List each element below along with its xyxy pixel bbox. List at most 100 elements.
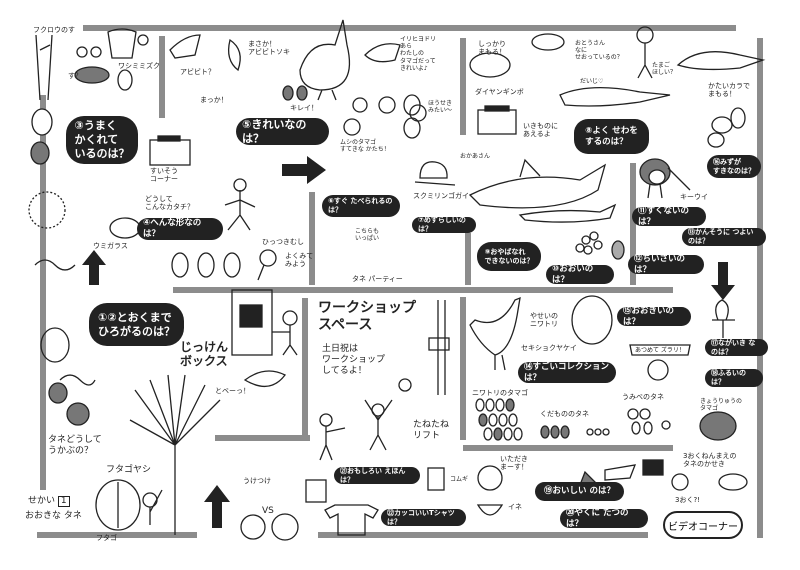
caption: イネ (508, 503, 522, 511)
caption: 土日祝は ワークショップ してるよ！ (322, 344, 386, 376)
question-pill-16[interactable]: ⑯みずが すきなのは？ (707, 155, 761, 178)
platypus-icon (676, 51, 766, 71)
caption: アビビト？ (180, 68, 215, 76)
question-pill-7[interactable]: ⑦めずらしいのは？ (412, 216, 476, 233)
sushi-icon (604, 464, 637, 481)
caption: フクロウのす (33, 26, 75, 34)
bird-icon (299, 19, 351, 101)
caption: まさか！ アビビトソキ (248, 40, 290, 57)
seed-pod-icon (243, 370, 286, 387)
caption: まっか！ (200, 96, 228, 104)
wall (460, 297, 466, 440)
caption: おとうさん なに せおっているの？ (575, 40, 623, 62)
owl-icon (107, 28, 137, 59)
caption: キレイ！ (290, 104, 318, 112)
question-pill-22[interactable]: ㉒カッコいいTシャツは？ (381, 509, 466, 526)
question-pill-17[interactable]: ⑰ながいき なのは？ (705, 339, 768, 356)
experiment-box-icon (231, 289, 273, 356)
ikura-icon (642, 459, 664, 476)
caption: いきものに あえるよ (523, 122, 558, 139)
magnifier-icon (259, 249, 277, 267)
aquarium-icon (477, 109, 517, 135)
aquarium-icon (149, 139, 191, 166)
wall-top (83, 25, 736, 31)
question-pill-14[interactable]: ⑭すごいコレクションは？ (518, 362, 616, 383)
caption: ひっつきむし (262, 238, 304, 246)
caption: おかあさん (460, 153, 491, 160)
wall-bottom (37, 532, 197, 538)
book-icon (305, 479, 327, 503)
question-pill-21[interactable]: ㉑おもしろい えほんは？ (334, 467, 420, 484)
snail-icon (414, 161, 456, 186)
question-pill-3[interactable]: ③うまく かくれて いるのは？ (66, 116, 138, 164)
caption: セキショクヤケイ (521, 344, 577, 352)
caption: キーウイ (680, 193, 708, 201)
wall-middle (173, 287, 673, 293)
crocodile-icon (559, 87, 671, 107)
caption: どうして こんなカタチ？ (145, 195, 194, 212)
big-egg-icon (571, 295, 613, 345)
question-pill-15[interactable]: ⑮おおきいのは？ (617, 306, 691, 327)
arrow-up-icon (82, 250, 106, 285)
caption: せかい (28, 496, 56, 506)
caption: かたいカラで まもる！ (708, 82, 750, 99)
question-pill-13[interactable]: ⑬かんそうに つよいのは？ (682, 228, 766, 246)
arrow-up-icon (204, 485, 230, 528)
caption: タネどうして うかぶの？ (48, 435, 102, 456)
caption: ダイヤンギンボ (475, 88, 524, 96)
caption: コムギ (450, 476, 469, 483)
wall (159, 36, 165, 118)
question-pill-9[interactable]: ⑨おやばなれ できないのは？ (477, 242, 541, 271)
caption: じっけん ボックス (180, 340, 229, 369)
kiwi-icon (639, 158, 671, 186)
caption: きょうりゅうの タマゴ (700, 398, 743, 413)
rice-bowl-icon (476, 504, 504, 516)
arrow-down-icon (711, 262, 735, 300)
question-pill-6[interactable]: ⑥すぐ たべられるのは？ (322, 195, 400, 217)
question-pill-19[interactable]: ⑲おいしい のは？ (535, 482, 624, 501)
face-icon (647, 359, 669, 381)
fossil-seed-icon (718, 473, 748, 491)
caption: す？ (68, 72, 82, 80)
caption: 3おく?! (675, 496, 700, 504)
lotus-icon (712, 299, 735, 338)
caption: やせいの ニワトリ (530, 312, 558, 329)
question-pill-10[interactable]: ⑩おおいのは？ (546, 264, 614, 285)
feather-icon (227, 38, 241, 72)
video-corner-bubble[interactable]: ビデオコーナー (663, 511, 743, 539)
caption: たねたね リフト (413, 420, 450, 441)
caption: ニワトリのタマゴ (472, 389, 528, 397)
face-icon (477, 465, 503, 491)
caption: せかい 1 (28, 496, 70, 507)
question-pill-5[interactable]: ⑤きれいなのは？ (236, 118, 329, 145)
workshop-space-title: ワークショップ スペース (318, 300, 416, 333)
caption: うみべのタネ (622, 393, 664, 401)
lift-icon (437, 300, 446, 395)
caption: よくみて みよう (285, 252, 314, 269)
wall (215, 435, 310, 441)
question-pill-12[interactable]: ⑫ちいさいのは？ (628, 254, 704, 275)
question-pill-18[interactable]: ⑱ふるいのは？ (705, 369, 763, 387)
caption: おおきな タネ (25, 511, 82, 521)
question-pill-20[interactable]: ⑳やくに たつのは？ (560, 508, 648, 529)
caption: いただき まーす！ (500, 455, 528, 472)
caption: フタゴヤシ (106, 465, 152, 475)
person-icon (142, 492, 158, 508)
question-pill-1-2[interactable]: ①②とおくまで ひろがるのは？ (89, 303, 184, 346)
question-pill-11[interactable]: ⑪すくないのは？ (632, 206, 706, 227)
caption: こちらも いっぱい (355, 228, 380, 243)
rank-number: 1 (57, 496, 70, 507)
caption: しっかり まもる！ (478, 40, 506, 57)
bread-icon (427, 467, 445, 491)
person-icon (409, 104, 427, 122)
tshirt-icon (324, 504, 379, 536)
question-pill-4[interactable]: ④へんな形なのは？ (137, 218, 223, 240)
question-pill-8[interactable]: ⑧よく せわを するのは？ (574, 119, 649, 154)
caption: ウミガラス (93, 242, 128, 250)
shark-icon (518, 203, 617, 223)
nest-icon (28, 191, 66, 229)
wall-left (40, 95, 46, 490)
palm-tree-icon (129, 374, 221, 535)
wall (630, 163, 636, 285)
